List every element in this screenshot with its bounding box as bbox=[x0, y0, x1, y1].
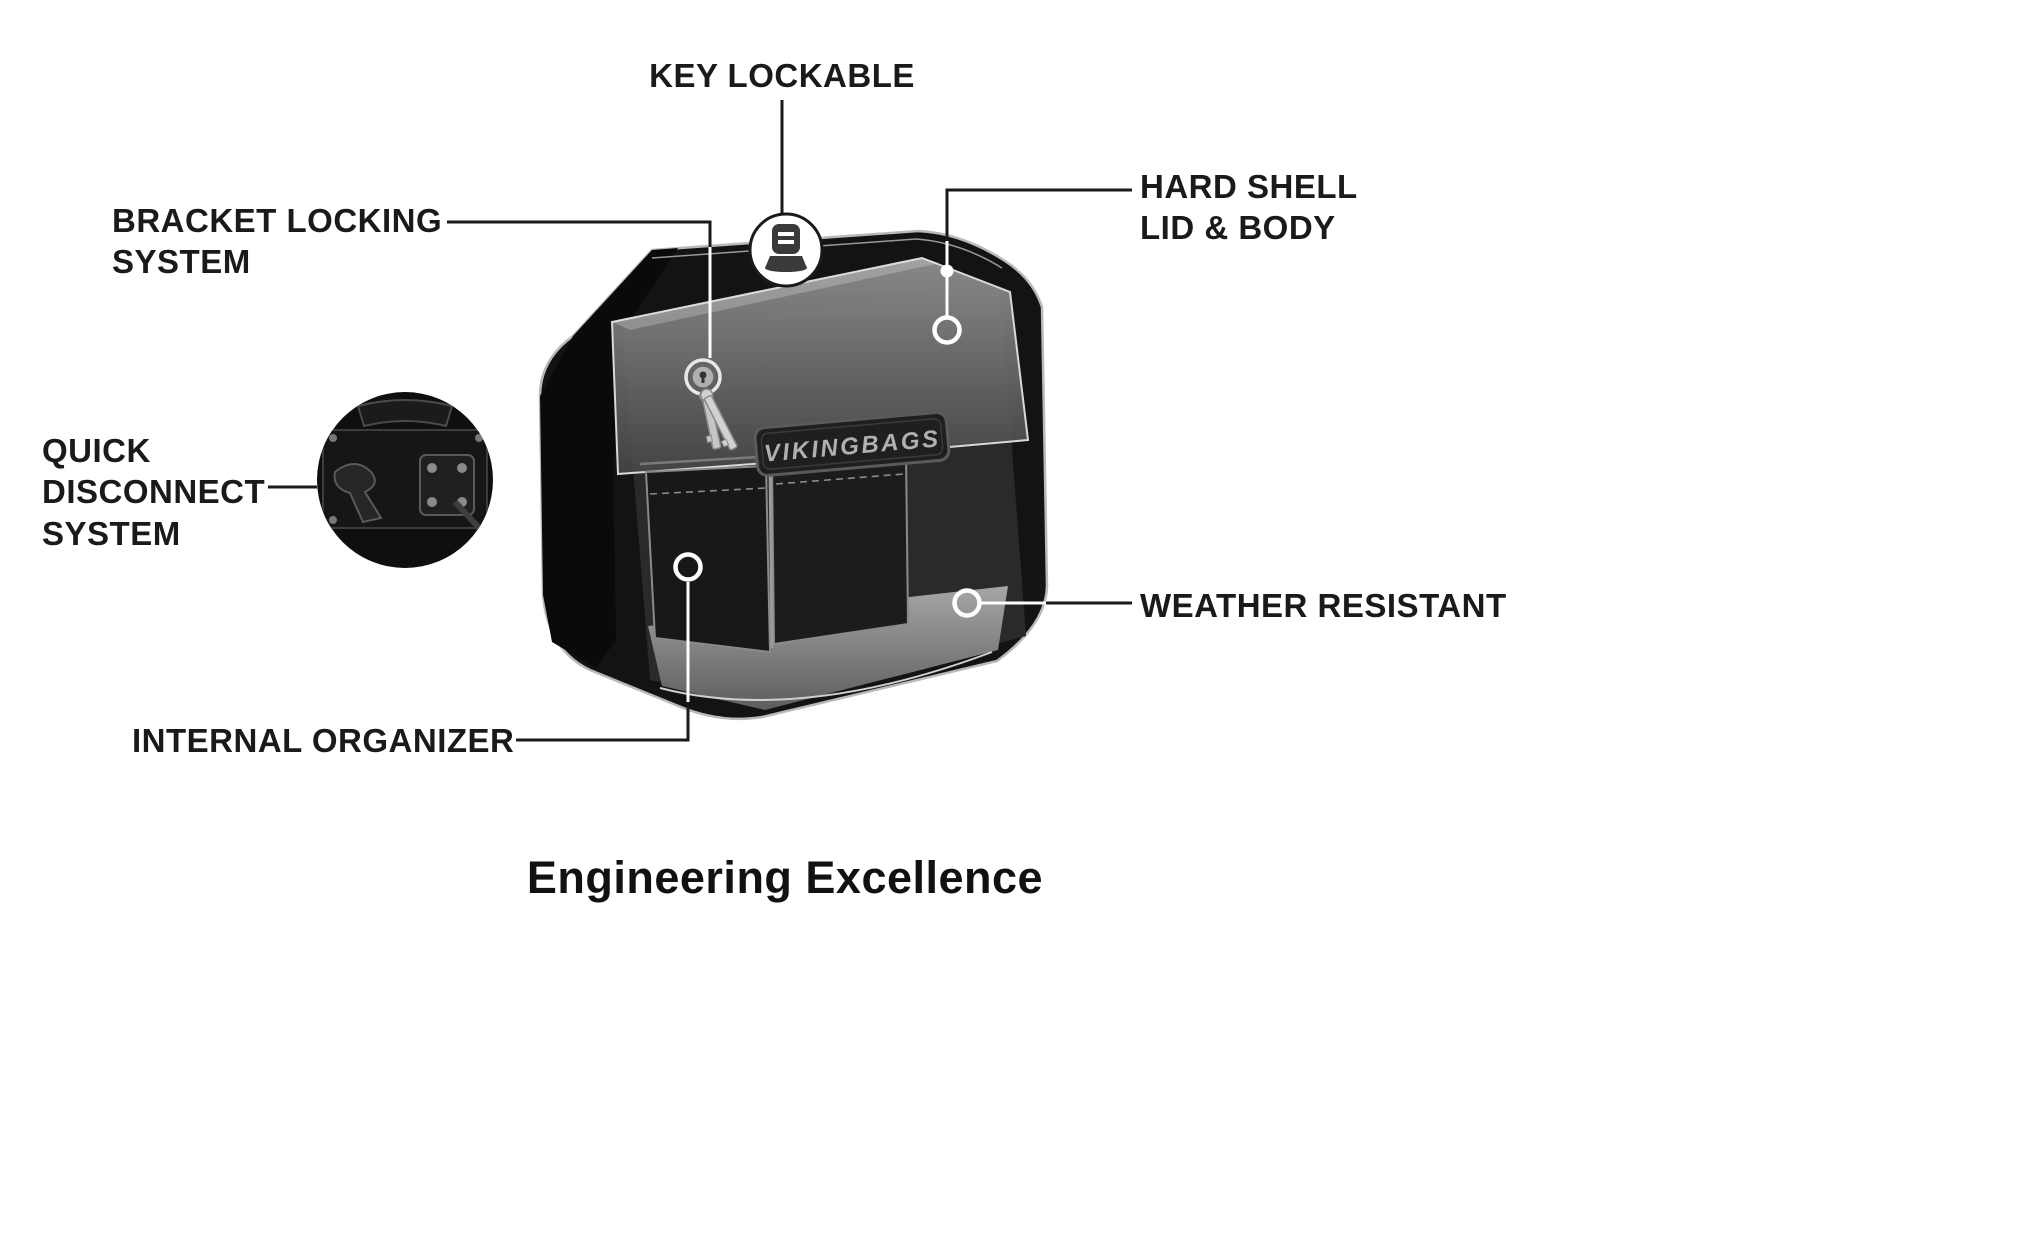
bracket-plate-right bbox=[419, 454, 475, 516]
organizer-divider bbox=[768, 459, 774, 649]
organizer-pocket-left bbox=[644, 464, 772, 654]
key-icon bbox=[699, 388, 738, 451]
saddlebag-illustration: VIKINGBAGS bbox=[538, 229, 1049, 721]
diagram-title: Engineering Excellence bbox=[526, 852, 1044, 903]
key-lockable-badge bbox=[748, 212, 824, 288]
callout-label-quick-disconnect: QUICK DISCONNECT SYSTEM bbox=[42, 432, 266, 552]
bag-top-rim bbox=[651, 238, 1003, 269]
callout-label-weather-resistant: WEATHER RESISTANT bbox=[1140, 587, 1507, 624]
bag-bottom-highlight bbox=[659, 651, 993, 701]
callout-label-hard-shell: HARD SHELL LID & BODY bbox=[1140, 168, 1358, 247]
organizer-pocket-left-stitch bbox=[649, 487, 767, 495]
lock-and-keys bbox=[684, 358, 738, 451]
callout-label-key-lockable: KEY LOCKABLE bbox=[649, 57, 915, 94]
hard-shell-line bbox=[945, 188, 1132, 241]
callout-label-internal-organizer: INTERNAL ORGANIZER bbox=[132, 722, 515, 759]
organizer-pocket-right-stitch bbox=[775, 473, 905, 485]
brand-badge: VIKINGBAGS bbox=[753, 411, 951, 477]
weather-resistant-ring bbox=[952, 588, 982, 618]
callout-lines bbox=[268, 100, 1132, 742]
bracket-hook-left bbox=[333, 463, 383, 524]
internal-organizer-ring bbox=[673, 552, 703, 582]
bag-lid-highlight bbox=[612, 258, 940, 330]
callout-markers bbox=[673, 264, 982, 618]
hard-shell-dot bbox=[940, 264, 954, 278]
bracket-locking-line bbox=[447, 220, 712, 247]
hard-shell-ring bbox=[932, 315, 962, 345]
internal-organizer-line bbox=[516, 702, 690, 742]
callout-label-bracket-locking: BRACKET LOCKING SYSTEM bbox=[112, 202, 443, 281]
quick-disconnect-inset bbox=[317, 392, 493, 568]
bag-side-face bbox=[540, 248, 678, 668]
organizer-pocket-right bbox=[770, 450, 910, 646]
lock-icon bbox=[765, 224, 807, 272]
